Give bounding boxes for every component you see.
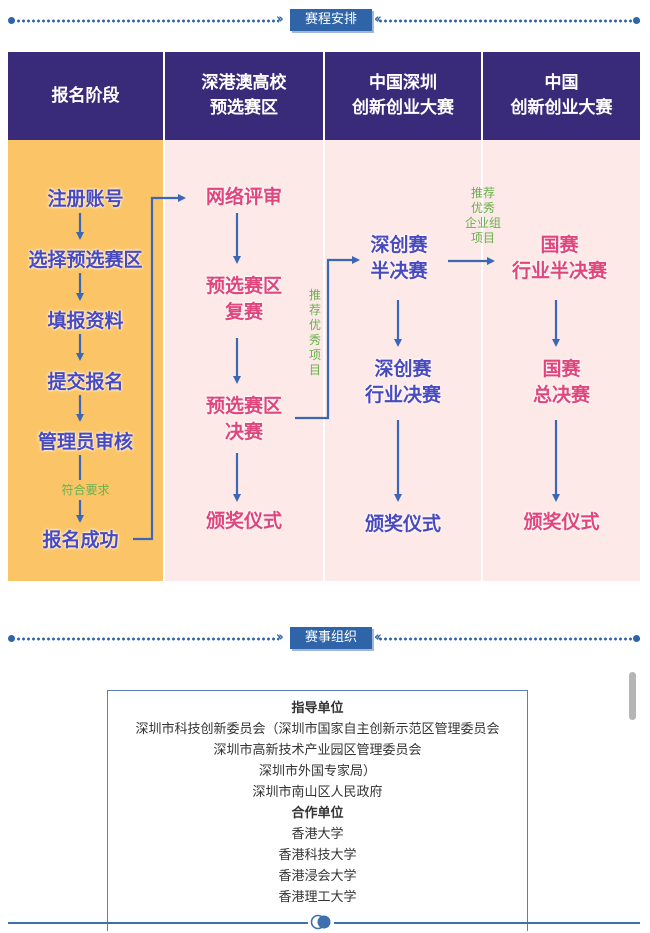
label-char: 目 [308,363,321,377]
step-national-award: 颁奖仪式 [483,509,640,535]
label-line: 优秀 [470,201,495,215]
step-line: 复赛 [224,301,263,323]
chevron-left-icon: ‹‹ [374,630,382,645]
partner-unit: 香港大学 [291,827,344,842]
step-line: 半决赛 [370,260,428,282]
label-char: 秀 [308,333,321,347]
guiding-unit: 深圳市科技创新委员会（深圳市国家自主创新示范区管理委员会 [135,722,500,737]
dot-icon [633,635,640,642]
dotted-divider [16,637,279,641]
step-line: 颁奖仪式 [364,513,441,535]
step-line: 行业半决赛 [511,260,607,282]
step-line: 颁奖仪式 [523,511,600,533]
step-line: 预选赛区 [205,395,282,417]
label-line: 项目 [470,231,495,245]
schedule-title: 赛程安排 [290,9,372,31]
step-line: 深创赛 [370,234,428,256]
guiding-unit: 深圳市南山区人民政府 [252,785,383,800]
column-title-line2: 预选赛区 [210,98,278,118]
column-header-prelim: 深港澳高校预选赛区 [165,52,323,140]
column-title-line2: 创新创业大赛 [352,98,454,118]
label-line: 企业组 [464,216,501,230]
label-char: 优 [308,318,321,332]
dot-icon [8,635,15,642]
step-line: 颁奖仪式 [205,510,282,532]
bottom-divider-right [334,922,640,924]
label-char: 项 [308,348,321,362]
step-line: 国赛 [540,234,579,256]
step-national-final: 国赛 总决赛 [483,356,640,408]
double-circle-icon [310,914,331,930]
step-line: 深创赛 [374,358,432,380]
step-prelim-award: 颁奖仪式 [165,508,323,534]
dot-icon [8,17,15,24]
chevron-right-icon: ›› [276,12,284,27]
column-title-line2: 创新创业大赛 [510,98,613,118]
condition-label: 符合要求 [61,483,110,497]
national-column-bg [483,140,640,581]
step-fill-info: 填报资料 [47,310,124,332]
prelim-column-bg [165,140,323,581]
column-title-line1: 中国 [544,73,579,93]
guiding-unit: 深圳市外国专家局） [258,764,376,779]
step-choose-region: 选择预选赛区 [28,249,143,271]
step-admin-review: 管理员审核 [37,431,133,453]
column-title-line1: 中国深圳 [369,73,437,93]
organization-title: 赛事组织 [290,627,372,649]
step-online-review: 网络评审 [165,184,323,210]
step-shenzhen-industry-final: 深创赛 行业决赛 [325,356,481,408]
chevron-left-icon: ‹‹ [374,12,382,27]
dotted-divider [378,19,640,23]
step-line: 行业决赛 [364,384,441,406]
label-char: 推 [308,288,321,302]
organization-box[interactable]: 指导单位 深圳市科技创新委员会（深圳市国家自主创新示范区管理委员会 深圳市高新技… [107,690,528,931]
registration-column-bg [8,140,163,581]
step-line: 总决赛 [532,384,590,406]
recommend-enterprise-label: 推荐 优秀 企业组 项目 [454,186,512,246]
step-line: 国赛 [542,358,581,380]
column-title: 报名阶段 [51,85,120,106]
step-shenzhen-award: 颁奖仪式 [325,509,481,536]
column-header-shenzhen: 中国深圳创新创业大赛 [325,52,481,140]
step-prelim-semifinal: 预选赛区 复赛 [165,273,323,325]
step-line: 决赛 [224,421,263,443]
step-submit: 提交报名 [47,371,124,393]
column-title-line1: 深港澳高校 [201,73,287,93]
column-header-national: 中国创新创业大赛 [483,52,640,140]
dot-icon [633,17,640,24]
schedule-section-header: ›› 赛程安排 ‹‹ [8,7,640,33]
step-register-account: 注册账号 [47,188,124,210]
partner-units-title: 合作单位 [291,806,344,821]
step-line: 网络评审 [205,186,282,208]
step-shenzhen-semifinal: 深创赛 半决赛 [340,232,458,284]
label-line: 推荐 [470,186,495,200]
step-line: 预选赛区 [205,275,282,297]
guiding-units-title: 指导单位 [291,701,344,716]
step-prelim-final: 预选赛区 决赛 [165,393,323,445]
partner-unit: 香港浸会大学 [278,869,357,884]
dotted-divider [378,637,640,641]
guiding-unit: 深圳市高新技术产业园区管理委员会 [213,743,422,758]
partner-unit: 香港理工大学 [278,890,357,905]
label-char: 荐 [308,303,321,317]
shenzhen-column-bg [325,140,481,581]
column-header-registration: 报名阶段 [8,52,163,140]
step-national-industry-semifinal: 国赛 行业半决赛 [497,232,622,284]
partner-unit: 香港科技大学 [278,848,357,863]
step-registration-success: 报名成功 [42,529,119,551]
scrollbar[interactable] [629,672,636,720]
recommend-projects-label: 推 荐 优 秀 项 目 [306,288,324,378]
dotted-divider [16,19,279,23]
bottom-divider-left [8,922,308,924]
organization-section-header: ›› 赛事组织 ‹‹ [8,625,640,651]
chevron-right-icon: ›› [276,630,284,645]
